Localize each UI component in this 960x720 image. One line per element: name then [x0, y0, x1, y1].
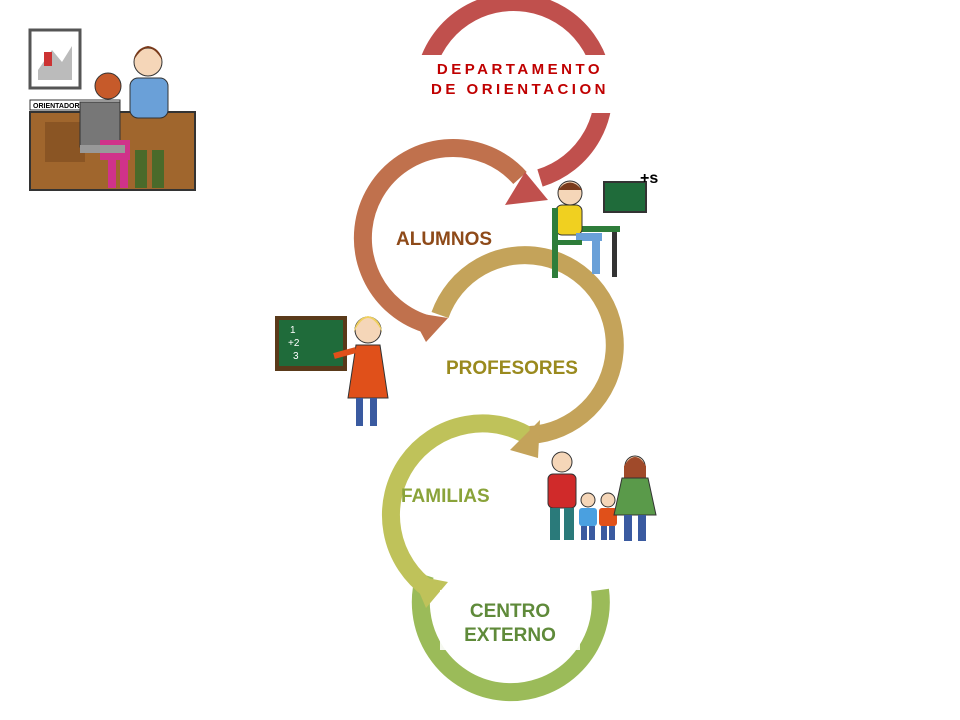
label-departamento: DEPARTAMENTO DE ORIENTACION — [410, 60, 630, 100]
label-profesores: PROFESORES — [446, 358, 578, 379]
label-alumnos: ALUMNOS — [396, 229, 493, 250]
family-icon — [547, 451, 657, 541]
counselor-office-icon: ORIENTADORA — [28, 28, 196, 191]
ring-departamento — [414, 0, 613, 205]
ring-familias — [381, 414, 541, 608]
orientadora-sign: ORIENTADORA — [33, 103, 85, 110]
arrow-profesores — [510, 420, 540, 458]
arrow-departamento — [505, 172, 548, 205]
board-line-1: 1 — [290, 325, 296, 336]
label-backdrop-centro — [440, 590, 580, 650]
ring-profesores — [431, 246, 624, 458]
ring-centro-externo — [411, 572, 610, 702]
arrow-familias — [412, 575, 448, 608]
arrow-alumnos — [410, 312, 448, 342]
label-centro-line1: CENTRO — [469, 601, 551, 622]
ring-alumnos — [353, 138, 527, 342]
teacher-at-board-icon: 1 +2 3 — [275, 316, 389, 426]
label-backdrop-profesores — [440, 340, 590, 390]
student-at-desk-icon: +s — [552, 170, 658, 278]
label-centro-externo: CENTRO EXTERNO — [450, 600, 570, 648]
board-line-2: +2 — [288, 338, 300, 349]
label-departamento-line2: DE ORIENTACION — [431, 81, 609, 98]
plus-s-label: +s — [640, 170, 658, 187]
label-backdrop-departamento — [412, 55, 624, 113]
label-centro-line2: EXTERNO — [464, 625, 556, 646]
label-departamento-line1: DEPARTAMENTO — [436, 61, 604, 78]
label-familias: FAMILIAS — [401, 486, 490, 507]
board-line-3: 3 — [293, 351, 299, 362]
